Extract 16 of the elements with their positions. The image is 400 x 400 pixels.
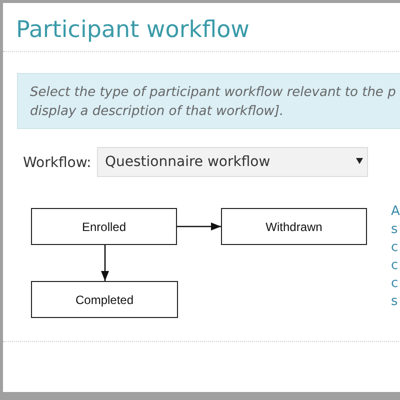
description-text: c (391, 239, 398, 257)
description-text: c (391, 257, 398, 275)
info-text: display a description of that workflow]. (30, 103, 284, 121)
page-title: Participant workflow (16, 16, 250, 45)
description-text: c (391, 275, 398, 293)
description-text: A (391, 203, 400, 221)
state-box: Completed (31, 281, 178, 318)
description-text: s (391, 221, 398, 239)
workflow-select: Questionnaire workflow (97, 147, 368, 177)
state-box: Enrolled (31, 208, 177, 245)
description-text: s (391, 293, 398, 311)
field-label: Workflow: (23, 154, 92, 173)
info-text: Select the type of participant workflow relevant to the p (30, 84, 396, 102)
arrow (101, 245, 109, 281)
arrow (177, 222, 221, 230)
state-box: Withdrawn (221, 208, 367, 245)
